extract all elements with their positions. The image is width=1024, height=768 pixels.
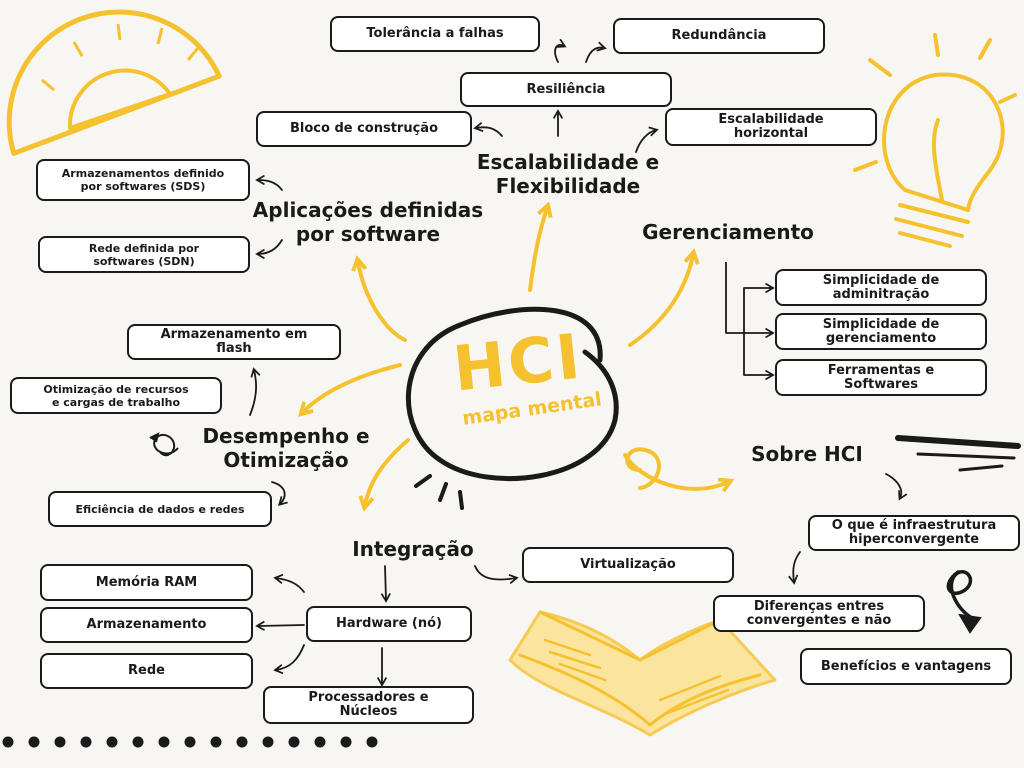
box-otimizacao: Otimização de recursos e cargas de traba… — [10, 377, 222, 414]
center-ring — [405, 306, 619, 482]
box-redundancia: Redundância — [613, 18, 825, 54]
heading-escalabilidade: Escalabilidade e Flexibilidade — [476, 150, 660, 198]
box-virtualizacao: Virtualização — [522, 547, 734, 583]
light-bulb-icon — [848, 33, 1017, 248]
box-o-que-e: O que é infraestrutura hiperconvergente — [808, 515, 1020, 551]
heading-integracao: Integração — [352, 537, 474, 561]
box-bloco: Bloco de construção — [256, 111, 472, 147]
box-sdn: Rede definida por softwares (SDN) — [38, 236, 250, 273]
box-resiliencia: Resiliência — [460, 72, 672, 107]
heading-sobre: Sobre HCI — [751, 442, 863, 466]
arrow-to-sobre — [623, 453, 728, 489]
box-rede: Rede — [40, 653, 253, 689]
arrow-to-gerenciamento — [628, 255, 693, 347]
heading-desempenho: Desempenho e Otimização — [202, 424, 370, 472]
box-flash: Armazenamento em flash — [127, 324, 341, 360]
box-memoria: Memória RAM — [40, 564, 253, 601]
protractor-icon — [6, 9, 222, 156]
box-hardware: Hardware (nó) — [306, 606, 472, 642]
open-book-icon — [508, 610, 777, 737]
dot-row — [2, 736, 378, 748]
arrow-to-aplicacoes — [358, 262, 407, 342]
box-processadores: Processadores e Núcleos — [263, 686, 474, 724]
box-tolerancia: Tolerância a falhas — [330, 16, 540, 52]
box-eficiencia: Eficiência de dados e redes — [48, 491, 272, 527]
box-beneficios: Benefícios e vantagens — [800, 648, 1012, 685]
box-sds: Armazenamentos definido por softwares (S… — [36, 159, 250, 201]
box-escalabilidade-horizontal: Escalabilidade horizontal — [665, 108, 877, 146]
box-ferramentas: Ferramentas e Softwares — [775, 359, 987, 396]
heading-aplicacoes: Aplicações definidas por software — [252, 198, 484, 246]
arrow-to-desempenho — [303, 363, 402, 412]
box-simplicidade-admin: Simplicidade de adminitração — [775, 269, 987, 306]
arrow-to-escalabilidade — [528, 208, 547, 292]
box-simplicidade-ger: Simplicidade de gerenciamento — [775, 313, 987, 350]
box-diferencas: Diferenças entres convergentes e não — [713, 595, 925, 632]
arrow-to-integracao — [365, 438, 410, 505]
box-armazenamento: Armazenamento — [40, 607, 253, 643]
heading-gerenciamento: Gerenciamento — [642, 220, 814, 244]
